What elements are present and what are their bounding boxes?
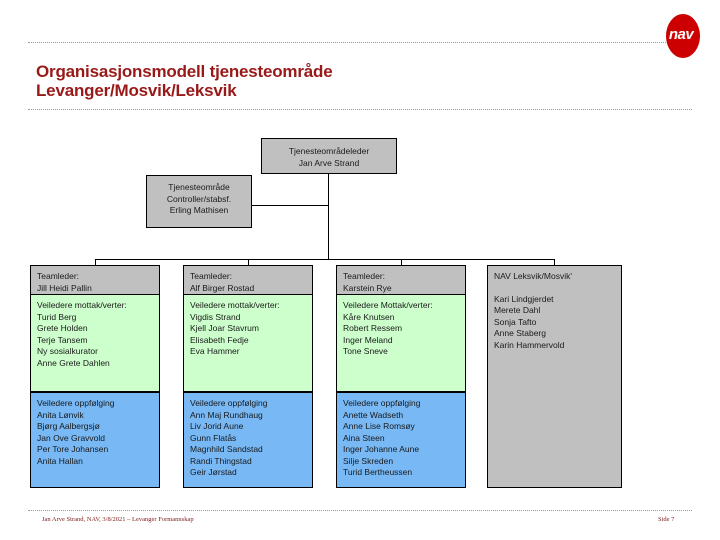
oppfolging-name: Liv Jorid Aune: [190, 421, 244, 431]
team-mottak-panel-1[interactable]: Veiledere mottak/verter: Turid Berg Gret…: [30, 294, 160, 392]
nav-leksvik-name: Anne Staberg: [494, 328, 546, 338]
footer-divider: [28, 510, 692, 511]
mottak-title-2: Veiledere mottak/verter:: [190, 300, 280, 310]
team-mottak-panel-3[interactable]: Veiledere Mottak/verter: Kåre Knutsen Ro…: [336, 294, 466, 392]
mottak-name: Kåre Knutsen: [343, 311, 395, 322]
oppfolging-name: Gunn Flatås: [190, 432, 237, 443]
oppfolging-name: Geir Jørstad: [190, 467, 237, 477]
oppfolging-name: Magnhild Sandstad: [190, 444, 263, 454]
connector-drop-col2: [248, 259, 249, 266]
nav-logo-wordmark: nav: [668, 26, 694, 43]
mottak-name: Eva Hammer: [190, 346, 240, 356]
mottak-name: Grete Holden: [37, 323, 88, 333]
oppfolging-name: Bjørg Aalbergsjø: [37, 421, 100, 431]
org-box-tjenesteomradeleder[interactable]: Tjenesteområdeleder Jan Arve Strand: [261, 138, 397, 174]
nav-leksvik-name: Merete Dahl: [494, 305, 541, 315]
team-header-1[interactable]: Teamleder: Jill Heidi Pallin: [30, 265, 160, 297]
oppfolging-name: Jan Ove Gravvold: [37, 432, 106, 443]
oppfolging-name: Inger Johanne Aune: [343, 444, 420, 454]
nav-leksvik-name: Sonja Tafto: [494, 316, 537, 327]
team-header-3[interactable]: Teamleder: Karstein Rye: [336, 265, 466, 297]
mottak-name: Tone Sneve: [343, 346, 388, 356]
page-title-line-1: Organisasjonsmodell tjenesteområde: [36, 62, 333, 81]
leader-role: Tjenesteområdeleder: [288, 146, 370, 156]
nav-leksvik-title: NAV Leksvik/Mosvik': [494, 271, 572, 281]
connector-drop-col1: [95, 259, 96, 266]
team-role-2: Teamleder:: [190, 271, 233, 281]
oppfolging-name: Anita Hallan: [37, 455, 83, 466]
oppfolging-name: Anita Lønvik: [37, 409, 84, 420]
connector-drop-col3: [401, 259, 402, 266]
page-title: Organisasjonsmodell tjenesteområde Levan…: [36, 62, 596, 100]
footer-page-number: Side 7: [658, 516, 675, 523]
team-oppfolging-panel-2[interactable]: Veiledere oppfølging Ann Maj Rundhaug Li…: [183, 392, 313, 488]
team-oppfolging-panel-1[interactable]: Veiledere oppfølging Anita Lønvik Bjørg …: [30, 392, 160, 488]
header-divider: [28, 42, 692, 43]
mottak-title-3: Veiledere Mottak/verter:: [343, 300, 433, 310]
mottak-name: Turid Berg: [37, 311, 77, 322]
nav-leksvik-mosvik-panel[interactable]: NAV Leksvik/Mosvik' Kari Lindgjerdet Mer…: [487, 265, 622, 488]
mottak-name: Elisabeth Fedje: [190, 334, 249, 345]
controller-role-line-1: Tjenesteområde: [168, 182, 230, 192]
mottak-name: Terje Tansem: [37, 334, 88, 345]
controller-name: Erling Mathisen: [169, 205, 229, 215]
mottak-name: Robert Ressem: [343, 323, 403, 333]
team-role-3: Teamleder:: [343, 271, 386, 281]
connector-leader-vertical: [328, 174, 329, 259]
nav-leksvik-name: Kari Lindgjerdet: [494, 293, 554, 304]
team-header-2[interactable]: Teamleder: Alf Birger Rostad: [183, 265, 313, 297]
oppfolging-name: Ann Maj Rundhaug: [190, 409, 263, 420]
connector-drop-col4: [554, 259, 555, 266]
footer-text: Jan Arve Strand, NAV, 3/8/2021 – Levange…: [42, 516, 194, 523]
mottak-name: Vigdis Strand: [190, 311, 241, 322]
oppfolging-title-2: Veiledere oppfølging: [190, 398, 268, 408]
oppfolging-name: Randi Thingstad: [190, 455, 252, 466]
oppfolging-name: Silje Skreden: [343, 455, 394, 466]
nav-logo-ellipse: [666, 14, 700, 58]
oppfolging-name: Per Tore Johansen: [37, 444, 109, 454]
mottak-title-1: Veiledere mottak/verter:: [37, 300, 127, 310]
team-leader-name-2: Alf Birger Rostad: [190, 282, 255, 293]
oppfolging-title-1: Veiledere oppfølging: [37, 398, 115, 408]
nav-leksvik-name: Karin Hammervold: [494, 339, 565, 350]
nav-logo: nav: [650, 14, 712, 58]
spacer: [494, 283, 615, 294]
team-leader-name-3: Karstein Rye: [343, 282, 392, 293]
controller-role-line-2: Controller/stabsf.: [166, 193, 232, 204]
connector-bus-horizontal: [95, 259, 555, 260]
team-mottak-panel-2[interactable]: Veiledere mottak/verter: Vigdis Strand K…: [183, 294, 313, 392]
team-role-1: Teamleder:: [37, 271, 80, 281]
oppfolging-name: Aina Steen: [343, 432, 385, 443]
mottak-name: Anne Grete Dahlen: [37, 357, 110, 368]
oppfolging-name: Turid Bertheussen: [343, 467, 413, 477]
mottak-name: Ny sosialkurator: [37, 346, 98, 356]
mottak-name: Kjell Joar Stavrum: [190, 323, 259, 333]
team-oppfolging-panel-3[interactable]: Veiledere oppfølging Anette Wadseth Anne…: [336, 392, 466, 488]
oppfolging-name: Anne Lise Romsøy: [343, 421, 415, 431]
page-title-line-2: Levanger/Mosvik/Leksvik: [36, 81, 237, 100]
leader-name: Jan Arve Strand: [298, 157, 360, 168]
oppfolging-name: Anette Wadseth: [343, 409, 404, 420]
title-divider: [28, 109, 692, 110]
mottak-name: Inger Meland: [343, 334, 393, 345]
oppfolging-title-3: Veiledere oppfølging: [343, 398, 421, 408]
connector-controller-horizontal: [252, 205, 329, 206]
org-box-controller[interactable]: Tjenesteområde Controller/stabsf. Erling…: [146, 175, 252, 228]
team-leader-name-1: Jill Heidi Pallin: [37, 282, 92, 293]
